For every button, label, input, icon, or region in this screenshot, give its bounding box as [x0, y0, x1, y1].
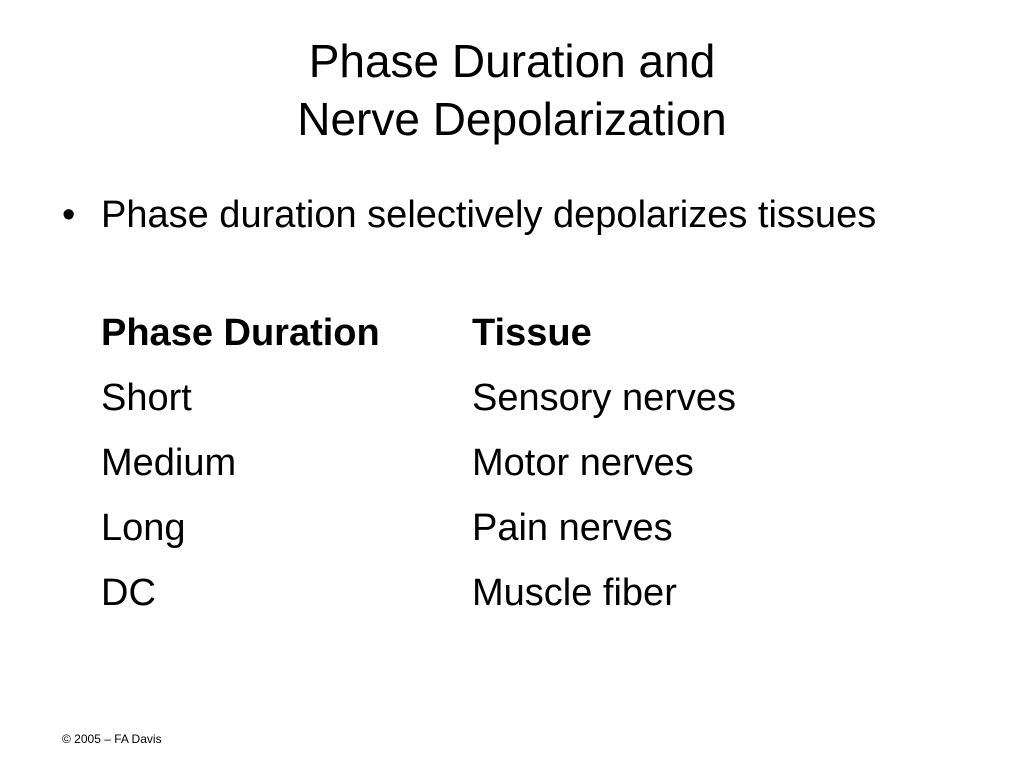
phase-duration-cell: Long — [101, 507, 186, 549]
header-tissue: Tissue — [472, 312, 592, 354]
table-row: Medium Motor nerves — [101, 435, 901, 500]
slide-title: Phase Duration and Nerve Depolarization — [0, 32, 1024, 148]
table-row: Long Pain nerves — [101, 500, 901, 565]
phase-duration-cell: Short — [101, 377, 192, 419]
phase-duration-table: Phase Duration Tissue Short Sensory nerv… — [101, 305, 901, 630]
slide-title-line-1: Phase Duration and — [308, 35, 716, 87]
table-row: Short Sensory nerves — [101, 370, 901, 435]
table-header-row: Phase Duration Tissue — [101, 305, 901, 370]
header-phase-duration: Phase Duration — [101, 312, 380, 354]
tissue-cell: Sensory nerves — [472, 377, 737, 419]
table-row: DC Muscle fiber — [101, 565, 901, 630]
slide-title-line-2: Nerve Depolarization — [297, 93, 727, 145]
copyright-footer: © 2005 – FA Davis — [62, 732, 162, 746]
tissue-cell: Muscle fiber — [472, 572, 677, 614]
tissue-cell: Pain nerves — [472, 507, 673, 549]
tissue-cell: Motor nerves — [472, 442, 694, 484]
phase-duration-cell: Medium — [101, 442, 237, 484]
phase-duration-cell: DC — [101, 572, 156, 614]
bullet-marker: • — [62, 194, 76, 236]
bullet-text: Phase duration selectively depolarizes t… — [101, 194, 877, 236]
